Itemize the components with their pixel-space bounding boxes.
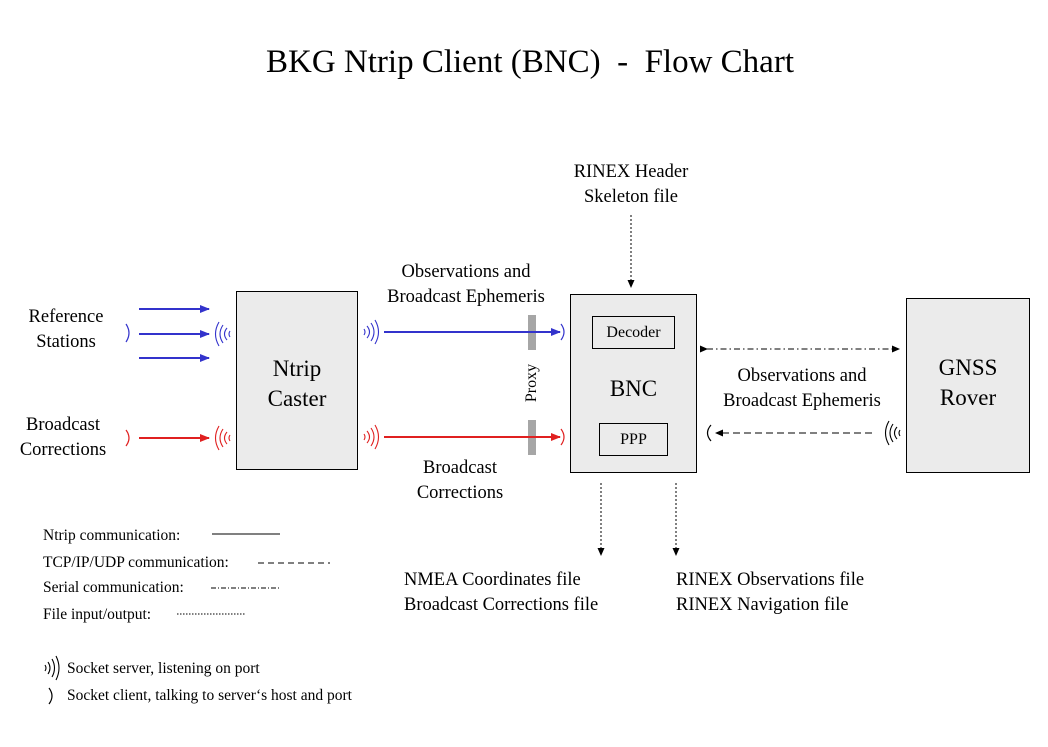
ppp-box: PPP: [599, 423, 668, 456]
reference-stations-label: Reference Stations: [28, 307, 104, 352]
legend-client-label: Socket client, talking to server‘s host …: [67, 687, 352, 704]
bnc-label: BNC: [609, 376, 658, 401]
socket-client-icon: [706, 424, 712, 442]
rover-link-label: Observations and Broadcast Ephemeris: [723, 366, 881, 411]
legend-serial-label: Serial communication:: [43, 579, 184, 596]
socket-client-icon: [125, 323, 130, 343]
socket-server-icon: [214, 425, 231, 451]
broadcast-corrections-edge-label: Broadcast Corrections: [416, 458, 504, 503]
bnc-box: [570, 294, 697, 473]
legend-file-label: File input/output:: [43, 606, 152, 623]
socket-client-icon: [560, 428, 565, 446]
legend-tcp-label: TCP/IP/UDP communication:: [43, 554, 229, 571]
rinex-header-label: RINEX Header Skeleton file: [573, 162, 689, 207]
output-files-left: NMEA Coordinates file Broadcast Correcti…: [404, 570, 599, 615]
legend-socket-server-icon: [44, 655, 60, 681]
gnss-rover-label: GNSS Rover: [938, 355, 998, 410]
socket-server-icon: [884, 420, 901, 446]
legend-server-label: Socket server, listening on port: [67, 660, 260, 677]
legend-ntrip-label: Ntrip communication:: [43, 527, 181, 544]
socket-server-icon: [214, 321, 231, 347]
broadcast-corrections-input-label: Broadcast Corrections: [19, 415, 107, 460]
ntrip-caster-box: [236, 291, 358, 470]
gnss-rover-box: [906, 298, 1030, 473]
legend-socket-client-icon: [48, 687, 53, 705]
socket-server-icon: [363, 424, 380, 450]
decoder-box: Decoder: [592, 316, 675, 349]
ntrip-caster-label: Ntrip Caster: [267, 356, 327, 411]
socket-server-icon: [363, 319, 380, 345]
obs-ephemeris-label: Observations and Broadcast Ephemeris: [387, 262, 545, 307]
output-files-right: RINEX Observations file RINEX Navigation…: [676, 570, 865, 615]
socket-client-icon: [125, 429, 130, 447]
socket-client-icon: [560, 323, 565, 341]
page-title: BKG Ntrip Client (BNC) - Flow Chart: [266, 44, 794, 80]
